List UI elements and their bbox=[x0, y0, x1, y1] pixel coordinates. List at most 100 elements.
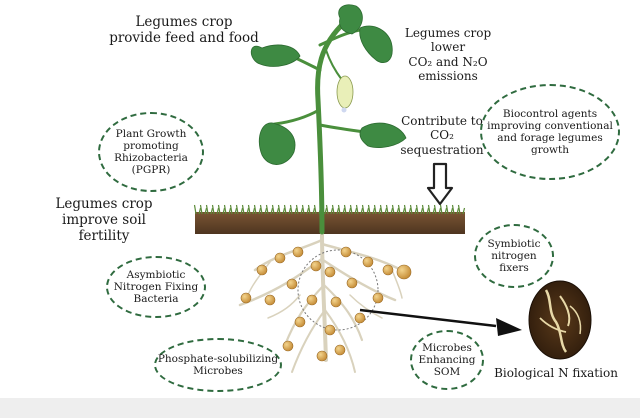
grass-blade bbox=[217, 204, 221, 215]
grass-blade bbox=[228, 207, 232, 215]
label-line: Legumes crop bbox=[135, 14, 233, 30]
label-line: Legumes crop bbox=[404, 26, 492, 40]
label-line: Contribute to bbox=[401, 114, 483, 128]
grass-blade bbox=[444, 207, 448, 215]
grass-blade bbox=[241, 204, 245, 215]
root-system bbox=[238, 230, 407, 373]
grass-blade bbox=[324, 207, 328, 215]
bubble-line: improving conventional bbox=[487, 120, 613, 132]
grass-blade bbox=[234, 207, 238, 215]
grass-blade bbox=[367, 204, 371, 215]
grass-blade bbox=[223, 204, 227, 215]
grass-blade bbox=[282, 207, 286, 215]
plant-leaves bbox=[250, 4, 407, 165]
grass-blade bbox=[390, 207, 394, 215]
grass-blade bbox=[247, 204, 251, 215]
grass-blade bbox=[199, 204, 203, 215]
grass-blade bbox=[289, 204, 293, 215]
grass-blade bbox=[312, 207, 316, 215]
grass-blade bbox=[288, 207, 292, 215]
label-line: fertility bbox=[78, 228, 130, 245]
grass-blade bbox=[384, 207, 388, 215]
grass-blade bbox=[408, 207, 412, 215]
bubble-line: SOM bbox=[433, 366, 461, 378]
bubble-biocontrol: Biocontrol agents improving conventional… bbox=[480, 84, 620, 180]
label-line: lower bbox=[430, 40, 466, 55]
grass-blade bbox=[300, 207, 304, 215]
grass-blade bbox=[270, 207, 274, 215]
bubble-line: Symbiotic bbox=[487, 238, 541, 250]
grass-blade bbox=[462, 207, 466, 215]
grass-blade bbox=[205, 204, 209, 215]
grass-blade bbox=[216, 207, 220, 215]
label-line: Legumes crop bbox=[55, 196, 153, 212]
grass-blade bbox=[433, 204, 437, 215]
grass-blade bbox=[258, 207, 262, 215]
bubble-line: Biocontrol agents bbox=[502, 108, 598, 120]
grass-blade bbox=[403, 204, 407, 215]
grass-blade bbox=[331, 204, 335, 215]
grass-blade bbox=[439, 204, 443, 215]
nodule-closeup bbox=[528, 280, 592, 360]
grass-blade bbox=[306, 207, 310, 215]
grass-blade bbox=[421, 204, 425, 215]
root-zoom-circle bbox=[297, 249, 379, 331]
grass-blade bbox=[426, 207, 430, 215]
grass-blade bbox=[457, 204, 461, 215]
label-feed-food: Legumes crop provide feed and food bbox=[104, 14, 264, 46]
bubble-line: Bacteria bbox=[133, 293, 179, 305]
grass-blade bbox=[277, 204, 281, 215]
grass-blade bbox=[301, 204, 305, 215]
grass-blade bbox=[276, 207, 280, 215]
grass-blade bbox=[420, 207, 424, 215]
bubble-line: (PGPR) bbox=[131, 164, 171, 176]
bubble-line: promoting bbox=[123, 140, 179, 152]
bubble-line: and forage legumes bbox=[497, 132, 603, 144]
grass-blade bbox=[313, 204, 317, 215]
grass-blade bbox=[259, 204, 263, 215]
bottom-strip bbox=[0, 398, 640, 418]
grass-blade bbox=[360, 207, 364, 215]
grass-blade bbox=[253, 204, 257, 215]
label-line: CO₂ bbox=[430, 128, 454, 143]
grass-blade bbox=[211, 204, 215, 215]
grass-blade bbox=[438, 207, 442, 215]
bubble-line: fixers bbox=[499, 262, 529, 274]
grass-blade bbox=[295, 204, 299, 215]
label-line: sequestration bbox=[400, 142, 484, 157]
grass-blades bbox=[193, 204, 466, 215]
grass-blade bbox=[229, 204, 233, 215]
grass-blade bbox=[222, 207, 226, 215]
bubble-line: Asymbiotic bbox=[126, 269, 186, 281]
grass-blade bbox=[391, 204, 395, 215]
grass-blade bbox=[264, 207, 268, 215]
grass-blade bbox=[204, 207, 208, 215]
soil-band bbox=[193, 204, 466, 234]
grass-blade bbox=[432, 207, 436, 215]
grass-blade bbox=[450, 207, 454, 215]
grass-blade bbox=[271, 204, 275, 215]
flower-pod bbox=[336, 75, 354, 113]
bubble-line: Enhancing bbox=[418, 354, 476, 366]
grass-blade bbox=[193, 204, 197, 215]
bubble-symbiotic: Symbiotic nitrogen fixers bbox=[474, 224, 554, 288]
bubble-line: Microbes bbox=[193, 365, 243, 377]
grass-blade bbox=[402, 207, 406, 215]
bubble-line: nitrogen bbox=[491, 250, 537, 262]
bubble-line: Phosphate-solubilizing bbox=[157, 353, 279, 365]
grass-blade bbox=[294, 207, 298, 215]
grass-blade bbox=[210, 207, 214, 215]
grass-blade bbox=[456, 207, 460, 215]
bubble-pgpr: Plant Growth promoting Rhizobacteria (PG… bbox=[98, 112, 204, 192]
grass-blade bbox=[361, 204, 365, 215]
grass-blade bbox=[325, 204, 329, 215]
grass-blade bbox=[355, 204, 359, 215]
grass-blade bbox=[414, 207, 418, 215]
grass-blade bbox=[342, 207, 346, 215]
grass-blade bbox=[373, 204, 377, 215]
grass-blade bbox=[265, 204, 269, 215]
bubble-phosphate: Phosphate-solubilizing Microbes bbox=[154, 338, 282, 392]
grass-blade bbox=[240, 207, 244, 215]
grass-blade bbox=[372, 207, 376, 215]
